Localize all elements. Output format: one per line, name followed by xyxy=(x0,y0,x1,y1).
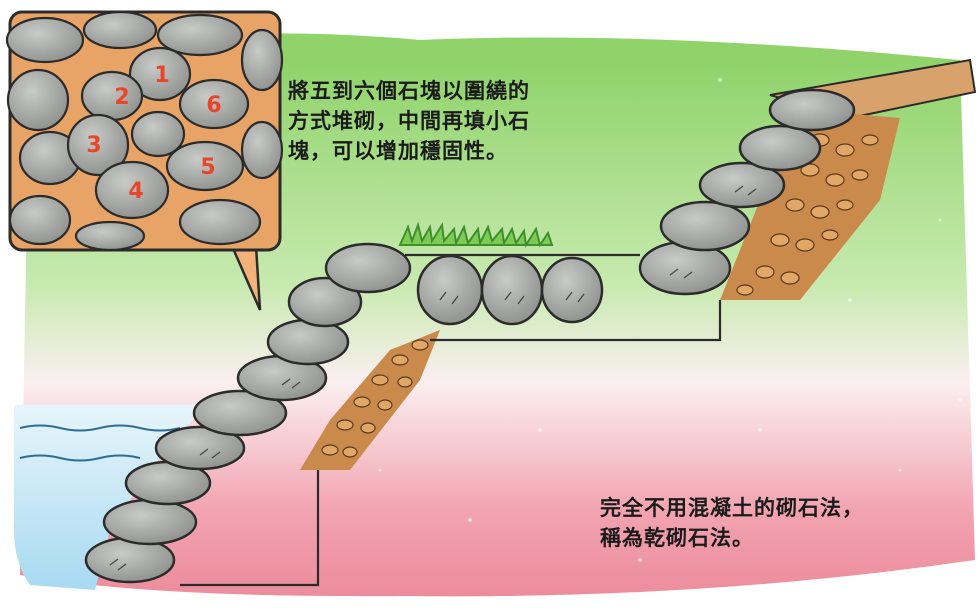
annotation-top: 將五到六個石塊以圍繞的 方式堆砌，中間再填小石 塊，可以增加穩固性。 xyxy=(288,76,530,166)
inset-number-3: 3 xyxy=(86,133,101,158)
inset-number-4: 4 xyxy=(128,179,143,204)
gravel-fill-right xyxy=(720,110,900,300)
inset-number-2: 2 xyxy=(114,85,129,110)
annotation-bottom-line: 完全不用混凝土的砌石法， xyxy=(600,496,864,520)
annotation-bottom: 完全不用混凝土的砌石法， 稱為乾砌石法。 xyxy=(600,493,864,553)
annotation-top-line: 方式堆砌，中間再填小石 xyxy=(288,109,530,133)
annotation-bottom-line: 稱為乾砌石法。 xyxy=(600,526,754,550)
inset-stones xyxy=(5,10,284,252)
inset-number-6: 6 xyxy=(206,93,221,118)
annotation-top-line: 塊，可以增加穩固性。 xyxy=(288,139,508,163)
grass xyxy=(398,221,554,248)
stone-wall-left xyxy=(84,242,412,584)
stone-wall-right xyxy=(638,88,856,296)
inset-number-5: 5 xyxy=(200,155,215,180)
stone-wall-middle xyxy=(416,254,604,326)
inset-number-1: 1 xyxy=(154,63,169,88)
annotation-top-line: 將五到六個石塊以圍繞的 xyxy=(288,79,530,103)
